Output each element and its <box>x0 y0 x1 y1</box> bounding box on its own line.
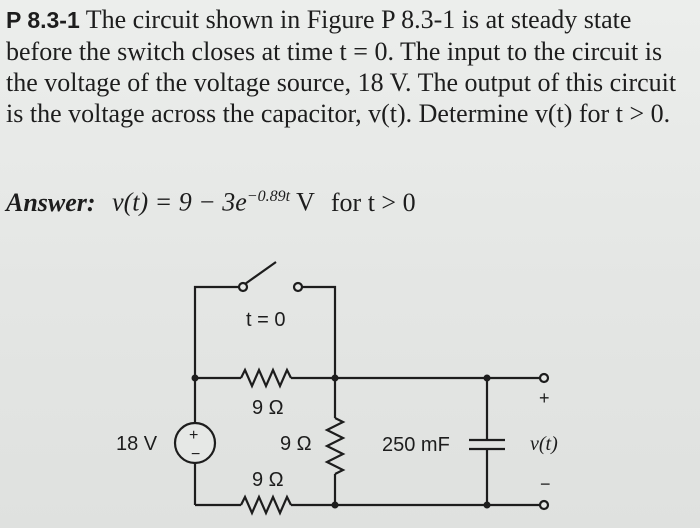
answer-condition: for t > 0 <box>330 187 416 217</box>
answer-label: Answer: <box>6 187 96 217</box>
junction-dot-cap-top <box>483 374 491 382</box>
resistor-bottom-label: 9 Ω <box>252 469 284 491</box>
resistor-mid-label: 9 Ω <box>280 433 312 455</box>
problem-text: The circuit shown in Figure P 8.3-1 is a… <box>6 5 677 128</box>
source-minus: − <box>191 446 200 463</box>
junction-dot-cap-bottom <box>483 501 491 509</box>
output-minus: − <box>540 474 551 494</box>
capacitor-label: 250 mF <box>382 434 450 456</box>
wire-switch-left <box>193 285 240 378</box>
answer-exponent: −0.89t <box>246 188 291 205</box>
answer-unit: V <box>290 187 315 217</box>
resistor-top-label: 9 Ω <box>252 397 284 419</box>
resistor-top <box>240 367 292 389</box>
resistor-bottom <box>240 494 292 516</box>
junction-dot-left <box>191 374 199 382</box>
resistor-mid <box>324 417 346 475</box>
problem-number: P 8.3-1 <box>6 7 80 33</box>
switch-label: t = 0 <box>246 309 285 331</box>
output-terminal-bottom[interactable] <box>538 499 550 511</box>
switch-left-terminal <box>237 281 249 293</box>
switch-blade <box>244 261 277 285</box>
junction-dot-mid-bottom <box>331 501 339 509</box>
switch-right-terminal <box>292 281 304 293</box>
output-plus: + <box>539 388 550 408</box>
output-terminal-top[interactable] <box>538 372 550 384</box>
answer-line: Answer: v(t) = 9 − 3e−0.89t V for t > 0 <box>6 181 696 218</box>
source-label: 18 V <box>116 433 158 455</box>
wire-switch-right <box>302 285 337 378</box>
junction-dot-mid <box>331 374 339 382</box>
output-label: v(t) <box>530 433 558 455</box>
answer-equation: v(t) = 9 − 3e <box>112 187 247 217</box>
source-plus: + <box>189 427 198 444</box>
